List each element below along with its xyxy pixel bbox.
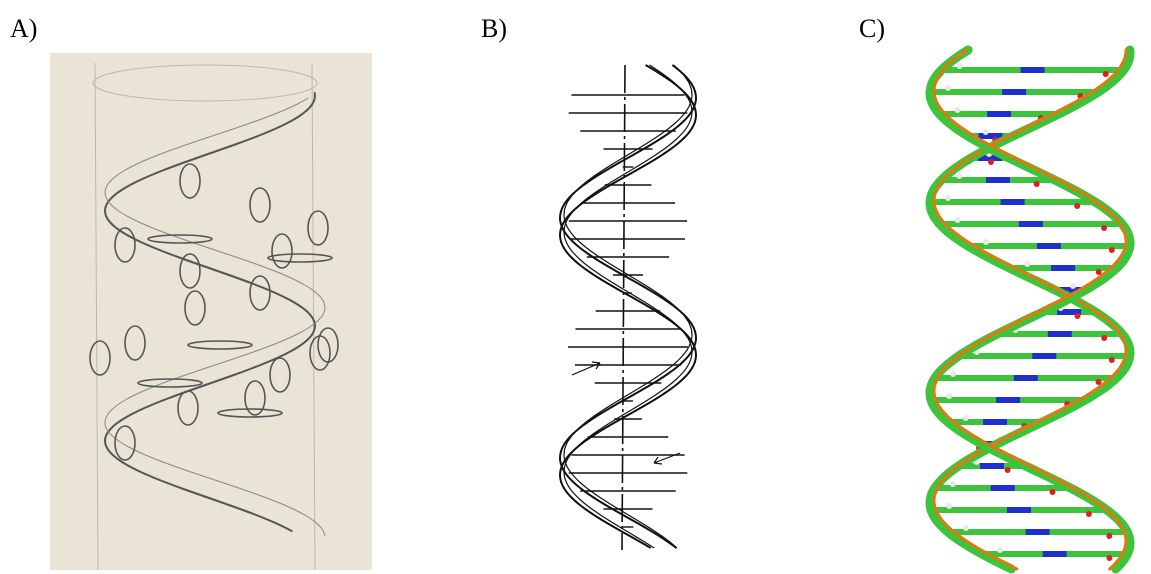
panel-label-c: C): [859, 16, 885, 42]
pencil-sketch-helix-icon: [50, 53, 372, 570]
panel-label-a: A): [10, 16, 37, 42]
panel-label-b: B): [481, 16, 507, 42]
molecular-model-helix-icon: [915, 40, 1150, 574]
ink-drawing-helix-icon: [540, 55, 715, 550]
